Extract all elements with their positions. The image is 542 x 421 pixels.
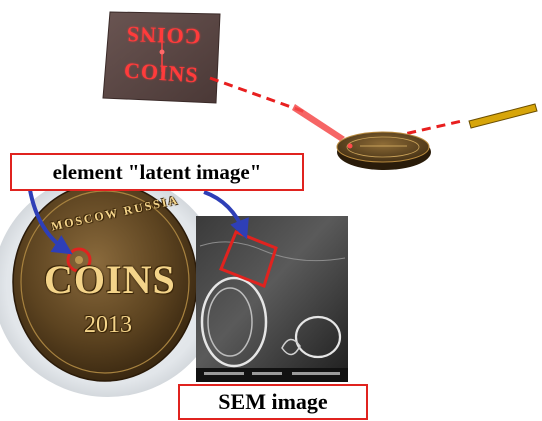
hologram-bottom-text: COINS [123,57,200,88]
sem-ring-small [294,315,342,359]
large-coin-rim [20,190,190,374]
large-coin-group [0,173,223,397]
latent-image-marker [66,247,92,273]
sem-region-marker [219,230,278,288]
sem-image-label: SEM image [178,384,368,420]
coin-word: COINS [44,257,176,302]
sem-image [196,216,348,382]
hologram-plate [102,11,221,104]
hologram-top-text: COINS [125,21,202,50]
hologram-center-spot [159,49,165,55]
sem-ring-large [200,276,268,368]
coin-year: 2013 [84,312,132,338]
laser-spot [347,143,353,149]
arrow-to-coin [28,189,73,255]
illuminated-coin [336,131,431,170]
laser-beam-cone [292,104,345,141]
arrow-to-sem [203,190,249,240]
laser-beam [209,76,463,142]
laser-beam-upper-segment [209,76,306,114]
laser-emitter [468,103,538,129]
latent-image-label: element "latent image" [10,153,304,191]
